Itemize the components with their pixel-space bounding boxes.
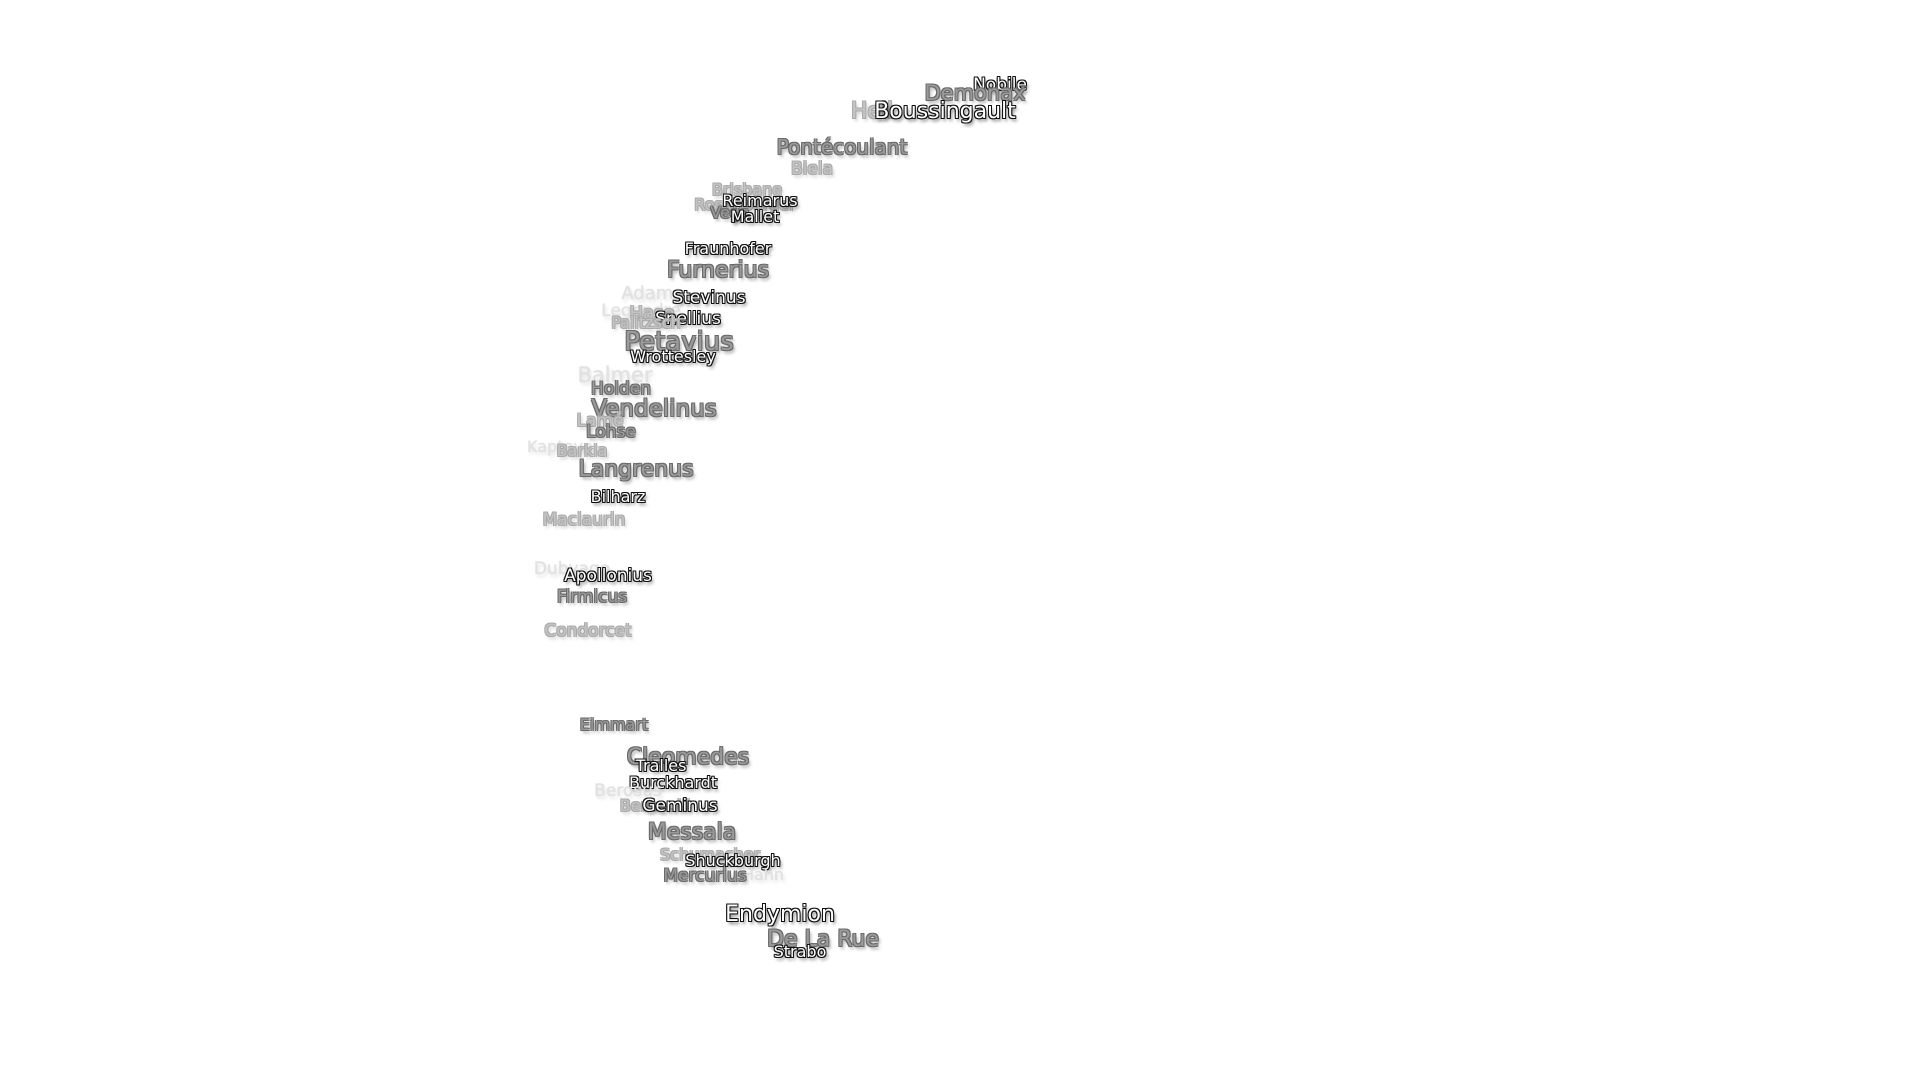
crater-label-bernoulli[interactable]: Bernoulli: [619, 796, 691, 815]
crater-label-nobile[interactable]: Nobile: [973, 75, 1027, 95]
crater-label-hahn[interactable]: Hahn: [741, 865, 785, 884]
crater-label-mallet[interactable]: Mallet: [730, 207, 780, 226]
crater-label-pontecoulant[interactable]: Pontécoulant: [776, 135, 908, 159]
crater-label-palitzsch[interactable]: Palitzsch: [611, 313, 681, 332]
crater-label-tralles[interactable]: Tralles: [635, 756, 687, 775]
crater-label-fraunhofer[interactable]: Fraunhofer: [684, 239, 772, 258]
crater-label-burckhardt[interactable]: Burckhardt: [628, 773, 718, 792]
crater-label-rosenberger[interactable]: Rosenberger: [694, 195, 796, 214]
crater-label-stevinus[interactable]: Stevinus: [672, 288, 746, 308]
crater-label-lame[interactable]: Lamé: [576, 411, 624, 431]
crater-label-furnerius[interactable]: Furnerius: [666, 258, 770, 283]
crater-label-messala[interactable]: Messala: [647, 820, 737, 845]
crater-label-holden[interactable]: Holden: [591, 379, 651, 399]
crater-label-barkla[interactable]: Barkla: [556, 441, 608, 460]
crater-label-hell[interactable]: Hell: [850, 99, 894, 124]
crater-label-shuckburgh[interactable]: Shuckburgh: [685, 851, 781, 870]
crater-label-langrenus[interactable]: Langrenus: [578, 457, 694, 482]
crater-label-reimarus[interactable]: Reimarus: [722, 191, 798, 210]
crater-label-endymion[interactable]: Endymion: [725, 902, 835, 927]
crater-label-lohse[interactable]: Lohse: [586, 422, 636, 442]
crater-label-hase[interactable]: Hase: [629, 303, 675, 324]
crater-label-geminus[interactable]: Geminus: [642, 796, 718, 816]
crater-label-demonax[interactable]: Demonax: [924, 81, 1026, 105]
crater-label-strabo[interactable]: Strabo: [773, 942, 827, 961]
crater-label-vega[interactable]: Vega: [710, 203, 750, 222]
crater-label-petavius[interactable]: Petavius: [624, 327, 734, 357]
crater-label-de-la-rue[interactable]: De La Rue: [767, 927, 879, 952]
crater-label-firmicus[interactable]: Firmicus: [556, 587, 628, 607]
crater-label-biela[interactable]: Biela: [791, 159, 833, 179]
crater-label-cleomedes[interactable]: Cleomedes: [626, 745, 750, 770]
crater-label-maclaurin[interactable]: Maclaurin: [542, 510, 626, 530]
crater-label-boussingault[interactable]: Boussingault: [874, 99, 1016, 124]
crater-label-kapteyn[interactable]: Kapteyn: [527, 437, 593, 456]
crater-label-vendelinus[interactable]: Vendelinus: [591, 396, 717, 422]
crater-label-berosus[interactable]: Berosus: [594, 781, 662, 801]
crater-label-bilharz[interactable]: Bilharz: [590, 487, 646, 506]
crater-label-condorcet[interactable]: Condorcet: [544, 621, 632, 641]
crater-label-mercurius[interactable]: Mercurius: [663, 866, 747, 886]
crater-label-apollonius[interactable]: Apollonius: [564, 566, 652, 586]
crater-label-schumacher[interactable]: Schumacher: [660, 845, 760, 864]
crater-label-eimmart[interactable]: Eimmart: [579, 715, 649, 734]
crater-label-adams[interactable]: Adams: [621, 283, 683, 304]
crater-label-brisbane[interactable]: Brisbane: [711, 180, 783, 199]
crater-label-dubyago[interactable]: Dubyago: [533, 559, 611, 579]
crater-label-balmer[interactable]: Balmer: [577, 363, 653, 387]
crater-label-snellius[interactable]: Snellius: [655, 309, 721, 329]
crater-label-legendre[interactable]: Legendre: [601, 301, 681, 321]
crater-label-wrottesley[interactable]: Wrottesley: [630, 347, 716, 366]
